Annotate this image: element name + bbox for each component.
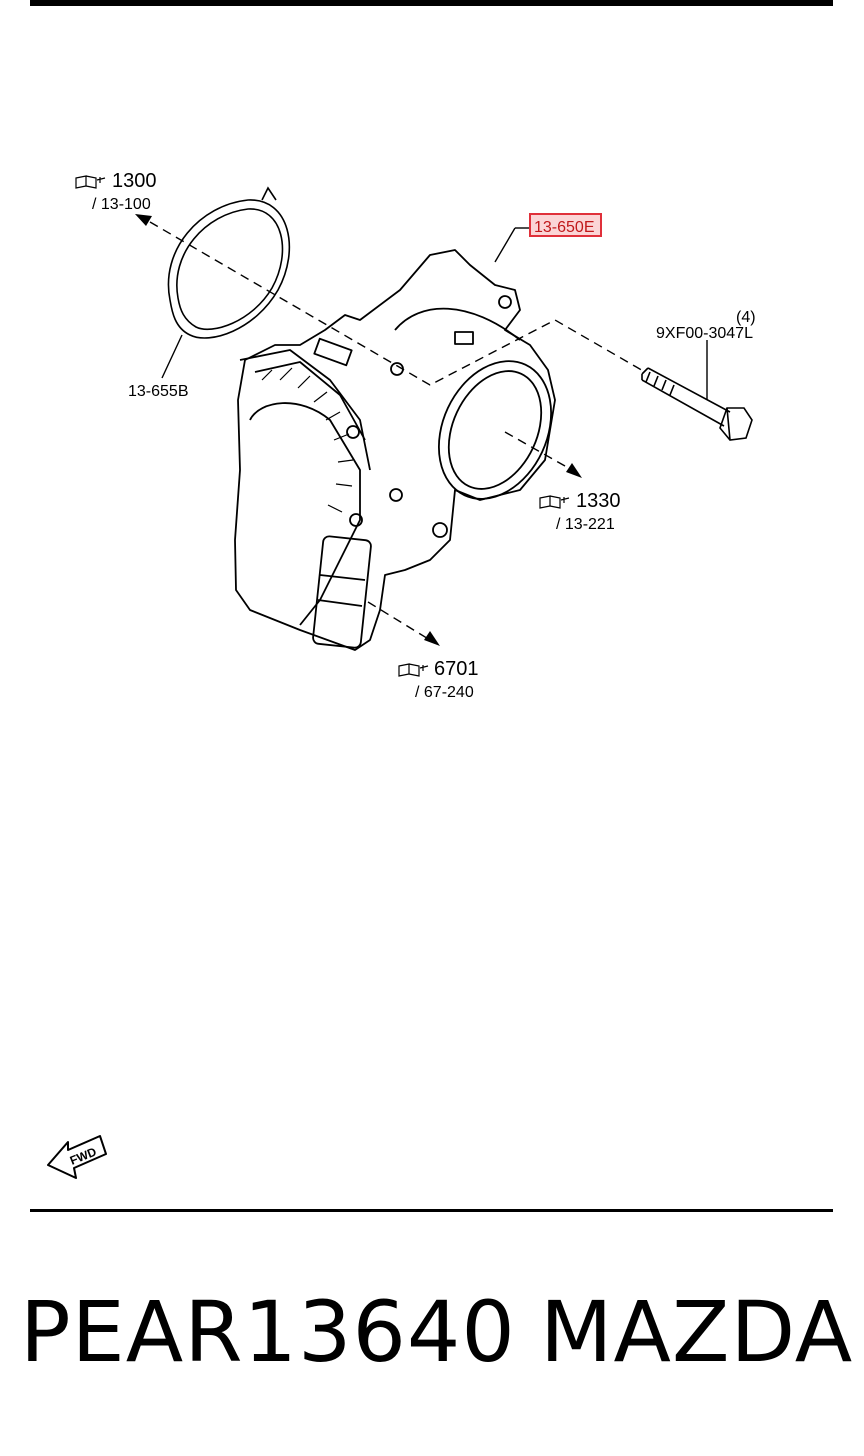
- bolt-head: [719, 407, 753, 441]
- arrowhead-1330: [566, 463, 582, 478]
- bore-rim: [394, 307, 521, 341]
- callout-6701-ref: 6701: [434, 658, 479, 680]
- housing-slot: [454, 331, 474, 345]
- connector-housing: [312, 535, 372, 649]
- book-icon-1300: [75, 175, 106, 189]
- top-rule: [30, 0, 833, 6]
- bolt-head-edge: [726, 407, 731, 441]
- gasket-ring: [167, 186, 291, 339]
- mount-hole-1: [390, 362, 404, 376]
- gear-pin-2: [349, 513, 363, 527]
- callout-1330-ref: 1330: [576, 490, 621, 512]
- gear-pin-1: [346, 425, 360, 439]
- gear-ticks: [261, 367, 354, 513]
- label-bolt: 9XF00-3047L: [656, 325, 753, 342]
- dashed-line-1330: [504, 431, 573, 471]
- callout-1300-page: / 13-100: [92, 196, 151, 213]
- fwd-arrow-shape: [47, 1135, 107, 1179]
- housing-outline: [234, 249, 556, 651]
- bolt-shank: [641, 367, 731, 427]
- motor-cover-edge: [249, 402, 361, 626]
- bore-inner: [447, 370, 543, 490]
- reference-icons: [75, 175, 570, 677]
- dashed-line-6701: [367, 601, 431, 641]
- mount-hole-4: [432, 522, 448, 538]
- highlight-box: [529, 213, 602, 237]
- book-icon-6701: [398, 663, 429, 677]
- label-bolt-qty: (4): [736, 309, 756, 326]
- leader-gasket: [161, 334, 183, 379]
- connector-line-2: [317, 599, 363, 607]
- throttle-body: [234, 249, 556, 651]
- part-number: PEAR13640: [20, 1283, 516, 1381]
- bolt-tip: [641, 367, 649, 380]
- dashed-leaders: [149, 221, 646, 641]
- mount-hole-2: [498, 295, 512, 309]
- bolt: [641, 367, 753, 441]
- dashed-line-1300: [149, 221, 646, 386]
- connector-line-1: [319, 574, 366, 581]
- label-gasket: 13-655B: [128, 383, 189, 400]
- leader-throttle-body: [494, 227, 516, 263]
- callout-1330-page: / 13-221: [556, 516, 615, 533]
- callout-6701-page: / 67-240: [415, 684, 474, 701]
- mount-hole-3: [389, 488, 403, 502]
- fwd-arrow-icon: FWD: [47, 1135, 107, 1179]
- gasket-inner: [176, 208, 284, 331]
- bottom-rule: [30, 1209, 833, 1212]
- gasket-outer: [167, 199, 291, 339]
- arrowheads: [135, 214, 582, 646]
- book-icon-1330: [539, 495, 570, 509]
- bolt-thread: [645, 371, 675, 396]
- brand-name: MAZDA: [540, 1283, 854, 1381]
- callout-1300-ref: 1300: [112, 170, 157, 192]
- cover-rib-2: [254, 361, 366, 441]
- arrowhead-1300: [135, 214, 152, 226]
- arrowhead-6701: [424, 631, 440, 646]
- gear-teeth: [261, 367, 354, 513]
- label-throttle-body: 13-650E: [534, 219, 595, 236]
- housing-recess: [313, 337, 353, 367]
- gasket-tab: [261, 186, 277, 201]
- bore-outer: [438, 360, 552, 500]
